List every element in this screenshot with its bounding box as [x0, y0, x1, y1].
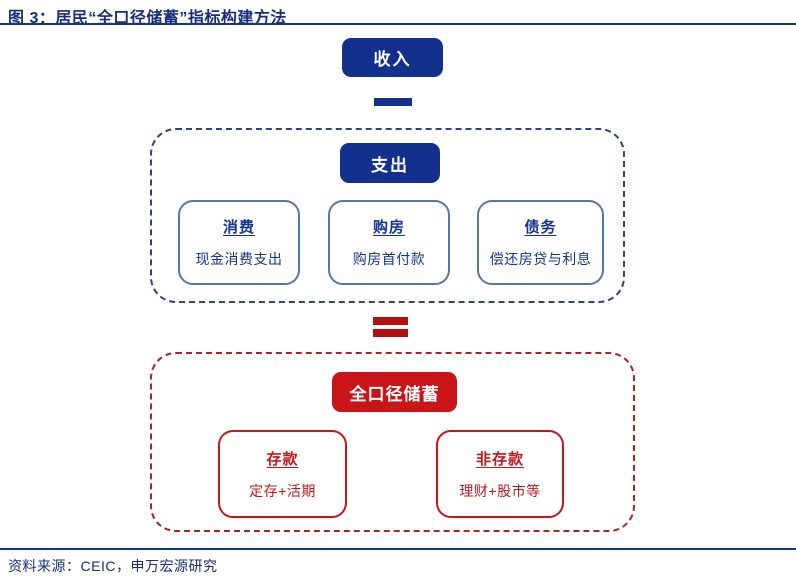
- expense-item-debt: 债务 偿还房贷与利息: [477, 200, 604, 285]
- expense-group-container: [150, 128, 625, 303]
- title-divider: [0, 23, 796, 25]
- expense-item-desc: 现金消费支出: [195, 251, 283, 267]
- savings-item-title: 非存款: [475, 450, 524, 468]
- savings-item-desc: 定存+活期: [249, 482, 316, 499]
- savings-box: 全口径储蓄: [332, 372, 457, 412]
- expense-label: 支出: [371, 155, 409, 175]
- savings-label: 全口径储蓄: [349, 384, 440, 404]
- savings-item-nondeposit: 非存款 理财+股市等: [436, 430, 564, 518]
- expense-item-title: 债务: [524, 219, 557, 236]
- savings-item-title: 存款: [266, 450, 299, 468]
- footer-divider: [0, 548, 796, 550]
- expense-item-title: 购房: [372, 219, 405, 236]
- equals-icon: [373, 317, 408, 337]
- savings-group-container: [150, 352, 635, 532]
- savings-item-desc: 理财+股市等: [459, 482, 541, 499]
- expense-item-desc: 购房首付款: [352, 251, 426, 267]
- expense-item-consumption: 消费 现金消费支出: [178, 200, 300, 285]
- expense-item-title: 消费: [222, 219, 255, 236]
- savings-item-deposit: 存款 定存+活期: [218, 430, 347, 518]
- income-label: 收入: [373, 50, 412, 69]
- equals-bar-top: [373, 317, 408, 325]
- expense-box: 支出: [340, 143, 440, 183]
- expense-item-housing: 购房 购房首付款: [328, 200, 450, 285]
- expense-item-desc: 偿还房贷与利息: [489, 251, 592, 267]
- figure-title: 图 3：居民“全口径储蓄”指标构建方法: [8, 10, 287, 27]
- minus-icon: [374, 98, 412, 106]
- income-box: 收入: [342, 38, 443, 77]
- equals-bar-bottom: [373, 329, 408, 337]
- source-text: 资料来源：CEIC，申万宏源研究: [8, 558, 218, 574]
